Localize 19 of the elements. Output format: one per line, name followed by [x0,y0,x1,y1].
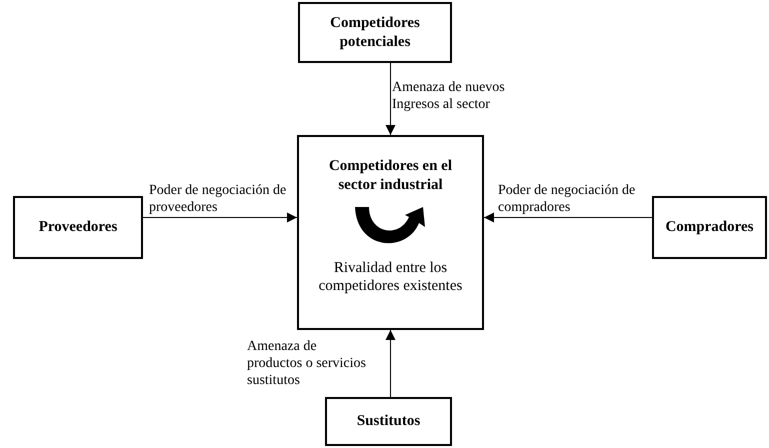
arrow [484,212,652,222]
center-box [297,135,484,330]
box-title: Sustitutos [356,412,420,431]
arrow [142,212,298,222]
force-box [298,2,452,63]
edge-label: Amenaza de productos o servicios sustitutos [247,339,367,390]
box-title: Proveedores [38,218,118,237]
box-text: Rivalidad entre los competidores existentes [318,258,464,296]
force-box [325,397,452,446]
arrow [386,62,396,136]
arrow [386,330,396,398]
edge-label: Amenaza de nuevos Ingresos al sector [392,80,506,114]
force-box [13,196,143,259]
force-box [652,196,767,259]
edge-label: Poder de negociación de compradores [498,183,636,217]
box-title: Competidores potenciales [329,14,421,52]
box-title: Competidores en el sector industrial [328,157,454,194]
edge-label: Poder de negociación de proveedores [149,183,288,217]
box-title: Compradores [665,218,754,237]
